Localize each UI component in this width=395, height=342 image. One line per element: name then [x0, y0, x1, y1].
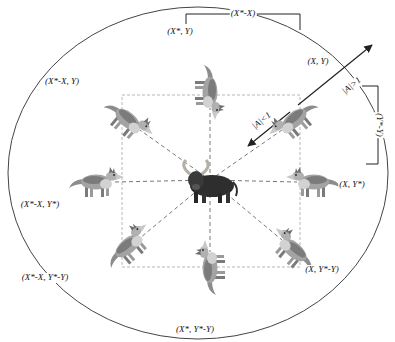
boundary-ellipse: [8, 7, 388, 339]
coordinate-label: (X, Y): [307, 57, 330, 67]
coordinate-label: (X, Y*-Y): [304, 265, 340, 275]
wolves: [69, 65, 341, 295]
arrow-label: |A|<1: [250, 110, 274, 132]
buffalo: [184, 160, 237, 203]
coordinate-label: (X*, Y*-Y): [175, 325, 215, 335]
coordinate-label: (X*, Y): [166, 27, 194, 37]
coordinate-label: (X*-X, Y*): [20, 200, 61, 210]
dimension-label: (X*-X): [230, 9, 257, 19]
dimension-label: (Y*-Y): [374, 112, 384, 138]
coordinate-label: (X*-X, Y): [44, 77, 80, 87]
outward-arrow: [298, 45, 372, 105]
grid-square: [122, 95, 300, 267]
coordinate-label: (X, Y*): [338, 180, 366, 190]
dimension-brackets: [186, 14, 378, 164]
coordinate-label: (X*-X, Y*-Y): [21, 273, 70, 283]
